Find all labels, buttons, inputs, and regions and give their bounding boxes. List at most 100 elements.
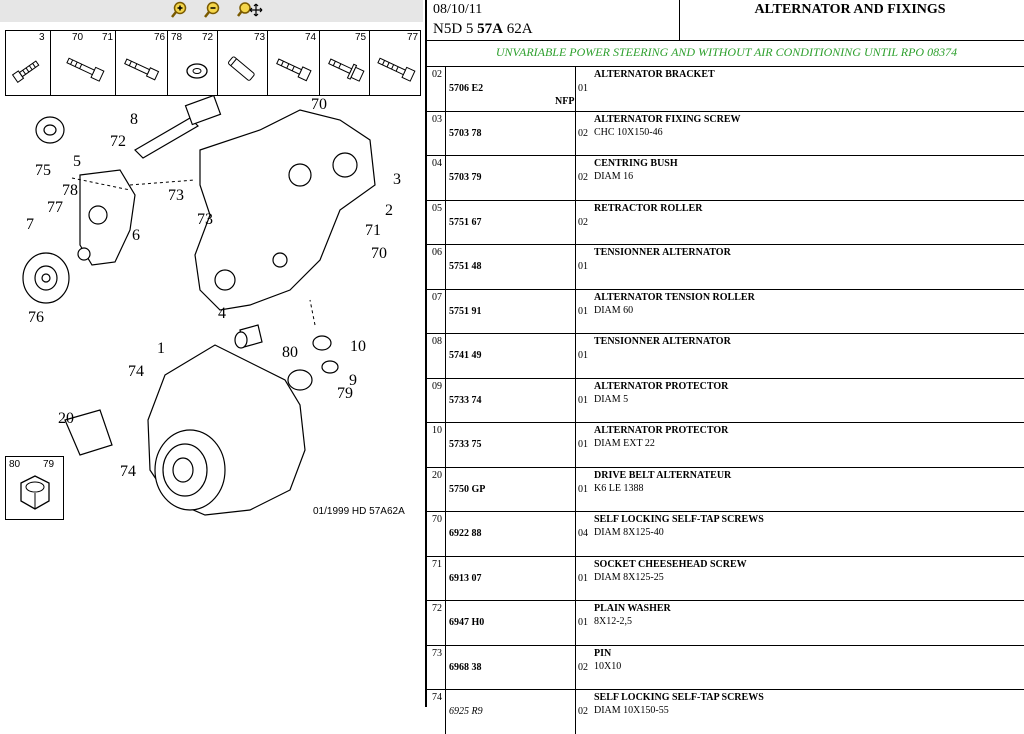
part-spec: DIAM 8X125-40	[594, 527, 664, 538]
part-reference[interactable]: 5751 91	[449, 305, 482, 317]
item-cell: 05	[427, 200, 446, 244]
quantity: 02	[578, 216, 588, 228]
part-reference[interactable]: 5741 49	[449, 350, 482, 361]
quantity: 02	[578, 706, 588, 717]
item-number: 08	[432, 336, 442, 347]
fastener-legend: 3 70 71 76 78 72 73	[5, 30, 421, 96]
callout-label: 70	[311, 96, 327, 113]
nut-icon	[20, 475, 50, 510]
callout-label: 77	[47, 199, 63, 216]
table-row[interactable]: 08 5741 49 01 TENSIONNER ALTERNATOR	[427, 333, 1024, 378]
part-reference[interactable]: 6925 R9	[449, 706, 483, 717]
part-description: TENSIONNER ALTERNATOR	[594, 336, 731, 347]
item-number: 74	[432, 692, 442, 703]
part-reference[interactable]: 6968 38	[449, 661, 482, 673]
item-cell: 70	[427, 512, 446, 556]
alternator-bracket	[194, 109, 376, 311]
part-spec: K6 LE 1388	[594, 482, 644, 494]
quantity: 02	[578, 172, 588, 183]
zoom-toolbar	[0, 0, 423, 22]
column-divider	[575, 289, 576, 333]
part-spec: DIAM 60	[594, 304, 634, 316]
legend-number: 76	[154, 32, 166, 43]
callout-label: 8	[130, 111, 138, 128]
callout-label: 76	[28, 309, 44, 326]
item-cell: 03	[427, 111, 446, 155]
part-description: ALTERNATOR BRACKET	[594, 69, 715, 80]
part-reference[interactable]: 5751 48	[449, 261, 482, 272]
column-divider	[575, 601, 576, 645]
column-divider	[575, 512, 576, 556]
pan-zoom-button[interactable]	[235, 1, 265, 19]
callout-label: 4	[218, 305, 226, 322]
callout-label: 7	[26, 216, 34, 233]
part-description: SELF LOCKING SELF-TAP SCREWS	[594, 692, 764, 703]
flange-bolt-icon	[328, 58, 365, 82]
part-reference[interactable]: 6947 H0	[449, 617, 485, 628]
nfp-flag: NFP	[555, 96, 575, 107]
zoom-out-button[interactable]	[200, 1, 224, 19]
legend-cell: 74	[267, 31, 320, 95]
screw-icon	[276, 58, 312, 82]
table-row[interactable]: 06 5751 48 01 TENSIONNER ALTERNATOR	[427, 244, 1024, 289]
pan-zoom-icon	[237, 2, 263, 17]
item-cell: 73	[427, 645, 446, 689]
part-reference[interactable]: 5706 E2	[449, 83, 484, 94]
part-reference[interactable]: 5703 79	[449, 172, 482, 183]
part-reference[interactable]: 6913 07	[449, 572, 482, 584]
callout-label: 75	[35, 162, 51, 179]
nut-label: 80	[9, 459, 21, 470]
part-reference[interactable]: 5703 78	[449, 127, 482, 139]
quantity: 01	[578, 350, 588, 361]
callout-label: 80	[282, 344, 298, 361]
item-number: 71	[432, 558, 442, 570]
part-spec: 8X12-2,5	[594, 616, 633, 627]
column-divider	[575, 467, 576, 511]
item-number: 06	[432, 247, 442, 258]
quantity: 02	[578, 127, 588, 139]
part-description: TENSIONNER ALTERNATOR	[594, 247, 731, 258]
quantity: 01	[578, 439, 588, 450]
washer-icon	[186, 63, 208, 79]
quantity: 01	[578, 261, 588, 272]
parts-list-pane: 08/10/11 N5D 5 57A 62A ALTERNATOR AND FI…	[425, 0, 1024, 734]
part-description: SELF LOCKING SELF-TAP SCREWS	[594, 514, 764, 525]
part-reference[interactable]: 5751 67	[449, 216, 482, 228]
exploded-diagram: 70 72 8 5 3 75 78 73 73 2 77 6 71 7 70 7…	[22, 95, 401, 516]
item-cell: 08	[427, 334, 446, 378]
item-number: 05	[432, 202, 442, 214]
legend-cell: 75	[319, 31, 370, 95]
callout-label: 73	[197, 211, 213, 228]
part-reference[interactable]: 5750 GP	[449, 483, 486, 495]
screw-icon	[124, 58, 160, 81]
item-cell: 10	[427, 423, 446, 467]
part-reference[interactable]: 5733 75	[449, 439, 482, 450]
item-cell: 02	[427, 67, 446, 111]
quantity: 01	[578, 617, 588, 628]
callout-label: 6	[132, 227, 140, 244]
ref-prefix: N5D 5	[433, 21, 478, 37]
ref-bold: 57A	[477, 21, 504, 37]
part-spec: DIAM 8X125-25	[594, 571, 664, 583]
item-cell: 04	[427, 156, 446, 200]
part-reference[interactable]: 6922 88	[449, 528, 482, 539]
legend-number: 73	[254, 32, 266, 43]
callout-label: 9	[349, 372, 357, 389]
part-reference[interactable]: 5733 74	[449, 394, 482, 406]
legend-number: 74	[305, 32, 317, 43]
zoom-in-button[interactable]	[167, 1, 191, 19]
column-divider	[575, 690, 576, 734]
